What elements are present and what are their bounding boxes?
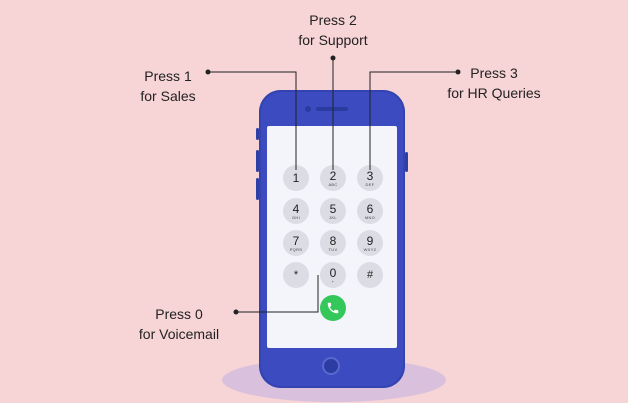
phone-side-button-left-3: [256, 178, 259, 200]
callout-press-3-line2: for HR Queries: [447, 85, 541, 101]
callout-dot-0: [233, 309, 239, 315]
key-letters: GHI: [291, 214, 300, 220]
key-star[interactable]: *: [283, 262, 309, 288]
key-8[interactable]: 8 TUV: [320, 230, 346, 256]
key-number: #: [366, 269, 374, 281]
callout-press-2: Press 2 for Support: [278, 10, 388, 50]
callout-press-3-line1: Press 3: [470, 65, 518, 81]
key-letters: DEF: [365, 181, 375, 187]
callout-line-3: [369, 71, 458, 170]
key-letters: MNO: [364, 214, 376, 220]
key-number: 0: [329, 265, 337, 280]
key-9[interactable]: 9 WXYZ: [357, 230, 383, 256]
key-4[interactable]: 4 GHI: [283, 198, 309, 224]
key-number: 7: [292, 233, 300, 248]
key-number: *: [293, 269, 299, 281]
key-number: 3: [366, 168, 374, 183]
phone-camera: [305, 106, 311, 112]
key-number: 2: [329, 168, 337, 183]
key-letters: +: [331, 278, 335, 284]
key-letters: TUV: [328, 246, 338, 252]
key-7[interactable]: 7 PQRS: [283, 230, 309, 256]
call-button[interactable]: [320, 295, 346, 321]
key-letters: ABC: [328, 181, 338, 187]
home-button[interactable]: [322, 357, 340, 375]
key-letters: WXYZ: [363, 246, 377, 252]
phone-earpiece: [316, 107, 348, 111]
callout-line-0: [236, 275, 319, 313]
callout-press-2-line1: Press 2: [309, 12, 357, 28]
callout-press-2-line2: for Support: [298, 32, 368, 48]
callout-press-0-line1: Press 0: [155, 306, 203, 322]
key-number: 5: [329, 201, 337, 216]
phone-call-icon: [327, 302, 339, 314]
key-3[interactable]: 3 DEF: [357, 165, 383, 191]
key-number: 8: [329, 233, 337, 248]
key-number: 1: [292, 171, 300, 185]
callout-line-1: [208, 71, 297, 170]
callout-dot-3: [455, 69, 461, 75]
key-hash[interactable]: #: [357, 262, 383, 288]
key-6[interactable]: 6 MNO: [357, 198, 383, 224]
key-number: 6: [366, 201, 374, 216]
callout-press-0-line2: for Voicemail: [138, 326, 220, 342]
callout-press-1-line1: Press 1: [144, 68, 192, 84]
phone-side-button-right: [405, 152, 408, 172]
key-letters: JKL: [329, 214, 337, 220]
key-letters: PQRS: [289, 246, 303, 252]
phone-side-button-left-1: [256, 128, 259, 140]
key-number: 9: [366, 233, 374, 248]
key-number: 4: [292, 201, 300, 216]
callout-press-1-line2: for Sales: [140, 88, 196, 104]
callout-press-0: Press 0 for Voicemail: [126, 304, 232, 344]
callout-dot-1: [205, 69, 211, 75]
key-0[interactable]: 0 +: [320, 262, 346, 288]
callout-dot-2: [330, 55, 336, 61]
key-5[interactable]: 5 JKL: [320, 198, 346, 224]
callout-press-3: Press 3 for HR Queries: [438, 63, 550, 103]
phone-side-button-left-2: [256, 150, 259, 172]
callout-press-1: Press 1 for Sales: [126, 66, 210, 106]
